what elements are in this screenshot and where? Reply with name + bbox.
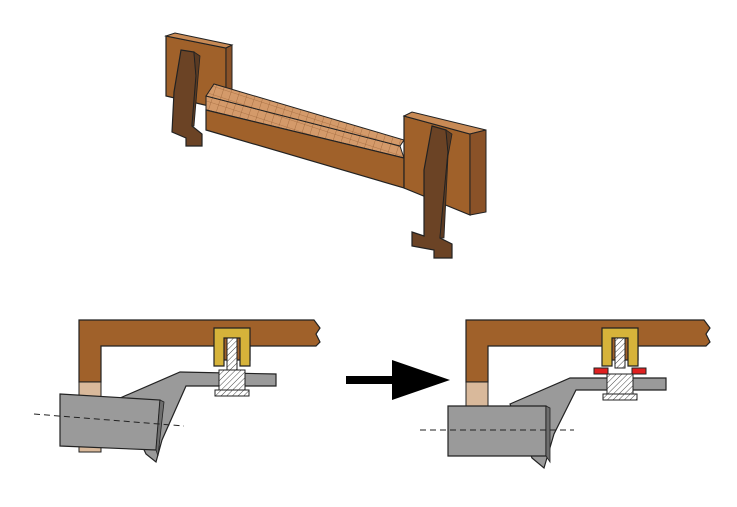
right-arrow-icon: [346, 360, 450, 400]
section-before: [33, 319, 321, 464]
gold-insert-before: [213, 327, 251, 367]
hatched-bolt-icon: [602, 337, 638, 401]
section-after: [420, 319, 711, 470]
shim-left: [593, 367, 609, 375]
shim-right: [631, 367, 647, 375]
centerline-before: [33, 413, 185, 427]
steel-block-after: [447, 405, 547, 457]
gold-insert-after: [601, 327, 639, 367]
hatched-bolt-icon: [214, 337, 250, 397]
long-beam: [205, 83, 405, 189]
wood-beam-after: [465, 319, 711, 383]
right-bracket: [411, 125, 453, 259]
steel-block-before: [59, 393, 161, 451]
wooden-frame-3d: [164, 32, 487, 259]
left-bracket: [171, 49, 203, 147]
spacer-after: [465, 381, 489, 409]
